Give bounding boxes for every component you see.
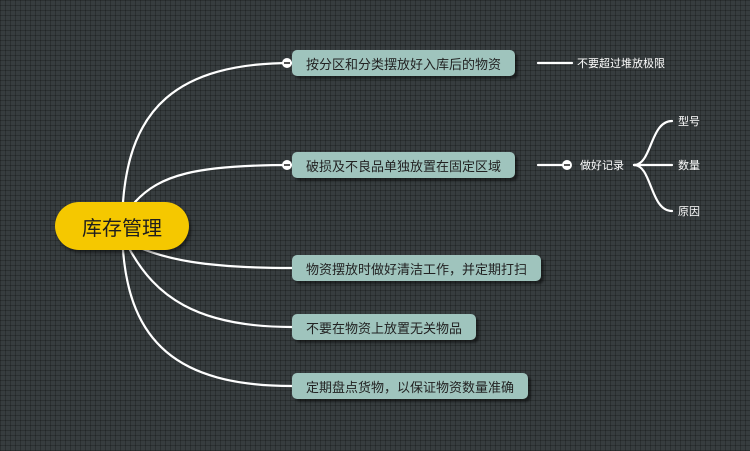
collapse-toggle-branch-1-icon[interactable] [282,58,292,68]
record-item-3[interactable]: 原因 [678,205,700,218]
connector-branch-5 [121,248,294,388]
branch-topic-1[interactable]: 按分区和分类摆放好入库后的物资 [292,50,516,76]
branch-topic-2[interactable]: 破损及不良品单独放置在固定区域 [292,152,516,178]
branch-topic-3[interactable]: 物资摆放时做好清洁工作，并定期打扫 [292,255,542,281]
collapse-toggle-branch-2-icon[interactable] [282,160,292,170]
connector-branch-3 [138,246,294,270]
branch-topic-4[interactable]: 不要在物资上放置无关物品 [292,314,477,340]
sub-topic-stack-limit[interactable]: 不要超过堆放极限 [577,57,665,70]
record-item-1[interactable]: 型号 [678,115,700,128]
connector-branch-1 [121,61,294,204]
branch-topic-5[interactable]: 定期盘点货物，以保证物资数量准确 [292,373,529,399]
collapse-toggle-record-icon[interactable] [562,160,572,170]
connector-branch-2 [133,163,294,204]
sub-topic-record[interactable]: 做好记录 [580,159,624,172]
connector-record-item-3 [632,163,674,213]
record-item-2[interactable]: 数量 [678,159,700,172]
connector-branch-4 [128,248,294,329]
connector-record-item-1 [632,119,674,167]
root-topic[interactable]: 库存管理 [55,202,189,250]
